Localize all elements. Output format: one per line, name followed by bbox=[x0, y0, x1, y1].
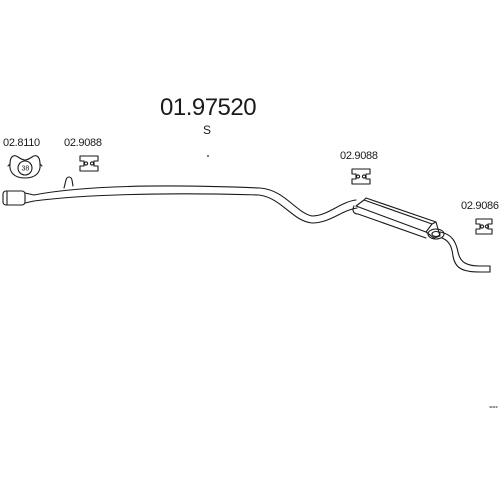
part-variant: S bbox=[203, 123, 212, 137]
center-dot bbox=[207, 155, 209, 157]
front-connector-pipe bbox=[2, 190, 35, 206]
rubber-hanger-3 bbox=[475, 218, 493, 235]
accessory-ref-2: 02.9088 bbox=[64, 137, 102, 149]
clamp-02-8110 bbox=[7, 155, 43, 179]
rear-silencer bbox=[352, 197, 445, 240]
exhaust-pipe bbox=[33, 176, 358, 224]
accessory-ref-1: 02.8110 bbox=[3, 137, 40, 149]
tail-pipe bbox=[439, 231, 491, 273]
accessory-ref-3: 02.9088 bbox=[340, 150, 378, 162]
rubber-hanger-1 bbox=[79, 155, 99, 172]
part-number: 01.97520 bbox=[160, 94, 257, 121]
accessory-ref-4: 02.9086 bbox=[461, 200, 499, 212]
clamp-size-mark: 38 bbox=[22, 166, 30, 173]
rubber-hanger-2 bbox=[351, 168, 371, 185]
